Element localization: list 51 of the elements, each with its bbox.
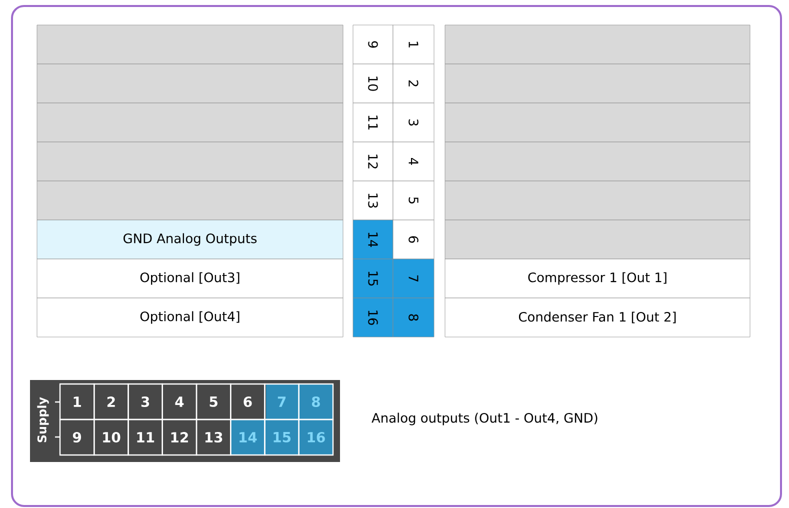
blank-cell [444,142,750,182]
blank-cell [36,24,344,64]
pin-number-cell: 6 [392,220,434,260]
pin-number-cell: 3 [392,102,434,142]
blank-cell [444,64,750,104]
blank-cell [36,180,344,220]
label: 10 [103,432,120,443]
label-cell: Compressor 1 [Out 1] [444,258,750,298]
pin-number-cell: 2 [392,64,434,104]
blank-cell [36,142,344,182]
pin-number-cell: 13 [352,180,394,220]
pin-number-cell: 11 [352,102,394,142]
blank-cell [444,180,750,220]
pin-number-cell: 7 [392,258,434,298]
caption-text: Analog outputs (Out1 - Out4, GND) [372,412,598,426]
pin-number-cell: 10 [352,64,394,104]
label: 11 [137,432,154,442]
pin-number-cell: 8 [392,298,434,338]
label: 12 [171,432,188,442]
pin-number-cell: 12 [352,142,394,182]
pin-number-cell: 16 [352,298,394,338]
label: 16 [308,432,325,443]
label: Supply [37,397,49,442]
label-cell: GND Analog Outputs [36,220,344,260]
label: 3 [141,396,150,408]
label-cell: Optional [Out4] [36,298,344,338]
pin-number-cell: 4 [392,142,434,182]
pin-number-cell: 5 [392,180,434,220]
label-cell: Condenser Fan 1 [Out 2] [444,298,750,338]
label: 15 [274,432,291,442]
label: 5 [210,396,218,407]
pin-number-cell: 15 [352,258,394,298]
blank-cell [36,64,344,104]
label: 1 [74,396,81,407]
blank-cell [444,24,750,64]
label: 2 [107,396,115,407]
label: 4 [175,396,184,407]
label: 14 [240,432,257,442]
label: 13 [205,432,222,443]
blank-cell [444,220,750,260]
blank-cell [444,102,750,142]
label: 7 [278,396,286,407]
label: 8 [312,396,320,408]
label: 6 [244,396,252,408]
blank-cell [36,102,344,142]
label: 9 [72,432,82,443]
pin-number-cell: 9 [352,24,394,64]
label-cell: Optional [Out3] [36,258,344,298]
connector-drawing: Supply 1 2 3 4 5 6 7 8 9 10 11 12 13 14 15 16 [30,380,340,462]
pin-number-cell: 14 [352,220,394,260]
pin-number-cell: 1 [392,24,434,64]
